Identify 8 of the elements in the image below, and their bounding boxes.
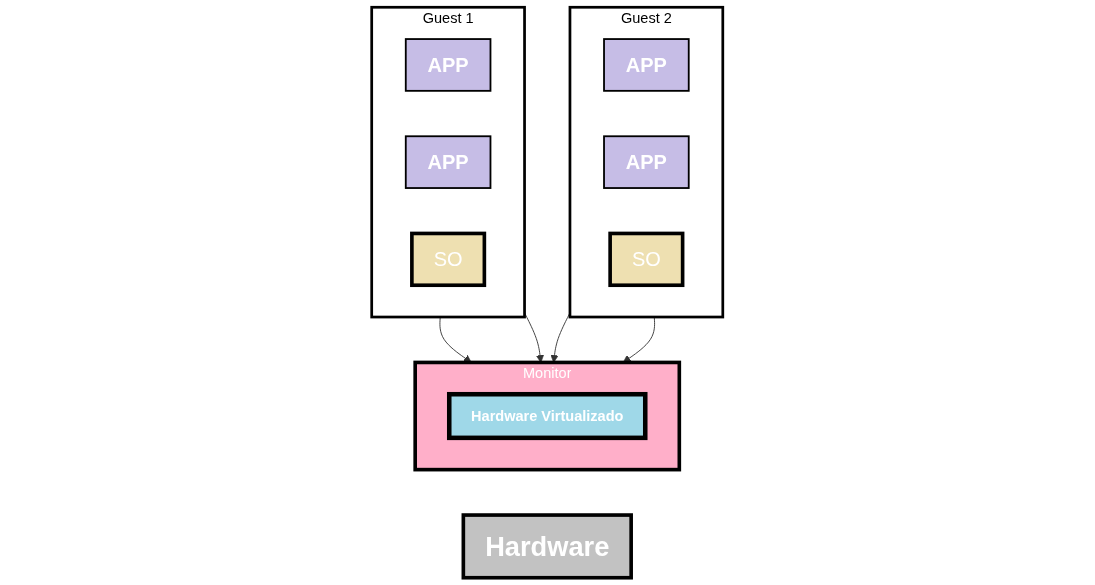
node-box: APP xyxy=(603,38,690,92)
node-box: APP xyxy=(405,135,492,189)
node-box: Hardware xyxy=(461,513,634,580)
node-box: SO xyxy=(410,231,487,288)
node-box: Hardware Virtualizado xyxy=(447,391,648,441)
node-box: APP xyxy=(405,38,492,92)
node-box: SO xyxy=(608,231,685,288)
node-box: APP xyxy=(603,135,690,189)
